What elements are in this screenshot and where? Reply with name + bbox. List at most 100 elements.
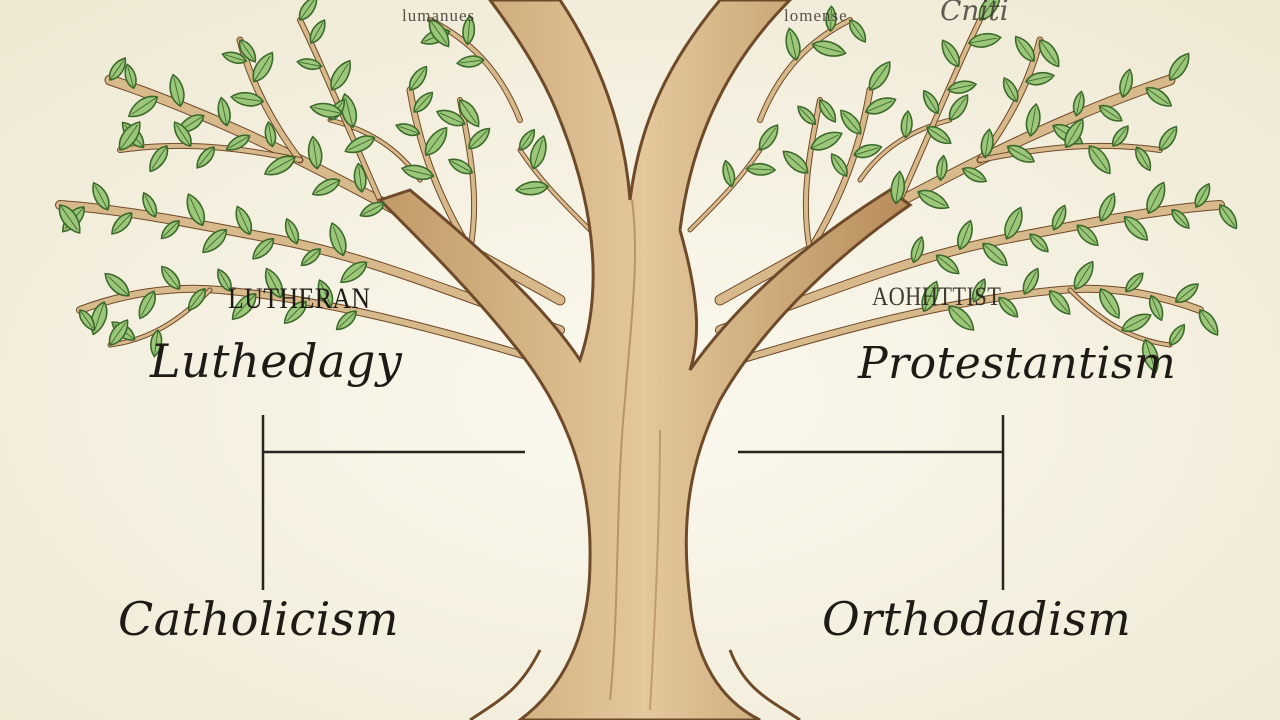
leaf-vein bbox=[119, 124, 138, 151]
orthodadism-label: Orthodadism bbox=[822, 592, 1132, 646]
leaf-vein bbox=[1169, 326, 1184, 346]
leaf-vein bbox=[1171, 209, 1188, 227]
leaf-vein bbox=[1074, 264, 1092, 290]
leaf-vein bbox=[913, 239, 922, 263]
leaf-vein bbox=[1039, 39, 1057, 64]
leaf-vein bbox=[1029, 233, 1047, 251]
branch bbox=[978, 143, 1162, 162]
leaf-vein bbox=[1146, 87, 1169, 105]
branch bbox=[518, 148, 592, 232]
luthedagy-label: Luthedagy bbox=[150, 334, 403, 388]
branch bbox=[298, 18, 382, 202]
leaf-vein bbox=[810, 134, 839, 149]
leaf-vein bbox=[725, 163, 733, 187]
leaf-vein bbox=[299, 0, 315, 21]
top-left-faint-text: lumanues bbox=[402, 6, 476, 25]
leaf-vein bbox=[936, 255, 957, 272]
leaf-vein bbox=[1025, 75, 1052, 83]
leaf-vein bbox=[785, 153, 808, 174]
leaf-vein bbox=[198, 146, 215, 166]
leaf-vein bbox=[163, 268, 180, 290]
leaf-vein bbox=[348, 137, 375, 151]
leaf-vein bbox=[939, 158, 944, 181]
leaf-vein bbox=[409, 68, 425, 91]
leaf-vein bbox=[94, 185, 109, 211]
leaf-vein bbox=[405, 168, 434, 177]
leaf-vein bbox=[468, 130, 488, 149]
leaf-vein bbox=[109, 60, 125, 81]
leaf-vein bbox=[228, 135, 250, 149]
leaf-vein bbox=[943, 42, 959, 67]
leaf-vein bbox=[830, 8, 832, 32]
leaf-vein bbox=[998, 297, 1016, 316]
leaf-vein bbox=[1199, 309, 1216, 333]
leaf-vein bbox=[268, 124, 273, 147]
leaf-vein bbox=[163, 220, 180, 237]
leaf-vein bbox=[923, 284, 936, 312]
leaf-vein bbox=[1017, 38, 1035, 62]
leaf-vein bbox=[343, 261, 367, 281]
leaf-vein bbox=[519, 186, 549, 191]
leaf-vein bbox=[1099, 105, 1120, 120]
leaf-vein bbox=[331, 63, 349, 91]
leaf-vein bbox=[467, 18, 471, 45]
leaf-vein bbox=[853, 147, 879, 156]
leaf-vein bbox=[459, 99, 477, 124]
leaf-vein bbox=[1150, 295, 1161, 318]
leaf-vein bbox=[1005, 80, 1018, 102]
leaf-vein bbox=[310, 22, 324, 44]
leaf-vein bbox=[131, 96, 158, 115]
leaf-vein bbox=[982, 243, 1005, 264]
protestantism-label: Protestantism bbox=[858, 338, 1177, 389]
branch bbox=[1068, 288, 1172, 347]
leaf-vein bbox=[789, 31, 797, 60]
leaf-vein bbox=[948, 84, 974, 91]
leaf-vein bbox=[532, 139, 543, 169]
leaf-vein bbox=[127, 66, 135, 89]
leaf-vein bbox=[286, 301, 307, 322]
leaf-vein bbox=[1007, 146, 1032, 161]
leaf-vein bbox=[267, 271, 282, 298]
leaf-vein bbox=[362, 203, 385, 215]
leaf-vein bbox=[1089, 145, 1109, 171]
leaf-vein bbox=[315, 179, 340, 194]
tree-leaves bbox=[58, 0, 1238, 374]
leaf-vein bbox=[959, 223, 970, 250]
leaf-vein bbox=[865, 100, 893, 113]
leaf-vein bbox=[917, 191, 946, 207]
leaf-vein bbox=[429, 19, 447, 44]
leaf-vein bbox=[925, 92, 939, 114]
leaf-vein bbox=[849, 19, 865, 40]
leaf-vein bbox=[869, 64, 888, 91]
leaf-vein bbox=[221, 100, 228, 126]
leaf-vein bbox=[451, 160, 473, 174]
leaf-vein bbox=[287, 221, 298, 244]
leaf-vein bbox=[239, 39, 255, 60]
leaf-vein bbox=[1125, 274, 1142, 292]
branch bbox=[803, 98, 822, 252]
leaf-vein bbox=[1136, 147, 1149, 169]
leaf-vein bbox=[1144, 339, 1156, 369]
leaf-vein bbox=[205, 229, 227, 251]
leaf-vein bbox=[59, 204, 78, 231]
branch bbox=[688, 148, 762, 232]
leaf-vein bbox=[1006, 210, 1020, 239]
leaf-vein bbox=[79, 309, 94, 329]
leaf-vein bbox=[949, 97, 966, 121]
connector-lines bbox=[261, 415, 1005, 590]
leaf-vein bbox=[151, 145, 168, 169]
leaf-vein bbox=[425, 130, 445, 156]
leaf-vein bbox=[1053, 207, 1064, 230]
leaf-vein bbox=[1124, 216, 1146, 238]
leaf-vein bbox=[799, 107, 816, 125]
branch bbox=[737, 285, 1203, 363]
leaf-vein bbox=[190, 288, 206, 309]
leaf-vein bbox=[832, 156, 847, 177]
leaf-vein bbox=[926, 126, 949, 142]
aohhttist-caps-label: AOHHTTIST bbox=[872, 282, 1002, 311]
leaf-vein bbox=[107, 275, 130, 297]
leaf-vein bbox=[1024, 271, 1037, 295]
leaf-vein bbox=[141, 291, 155, 316]
